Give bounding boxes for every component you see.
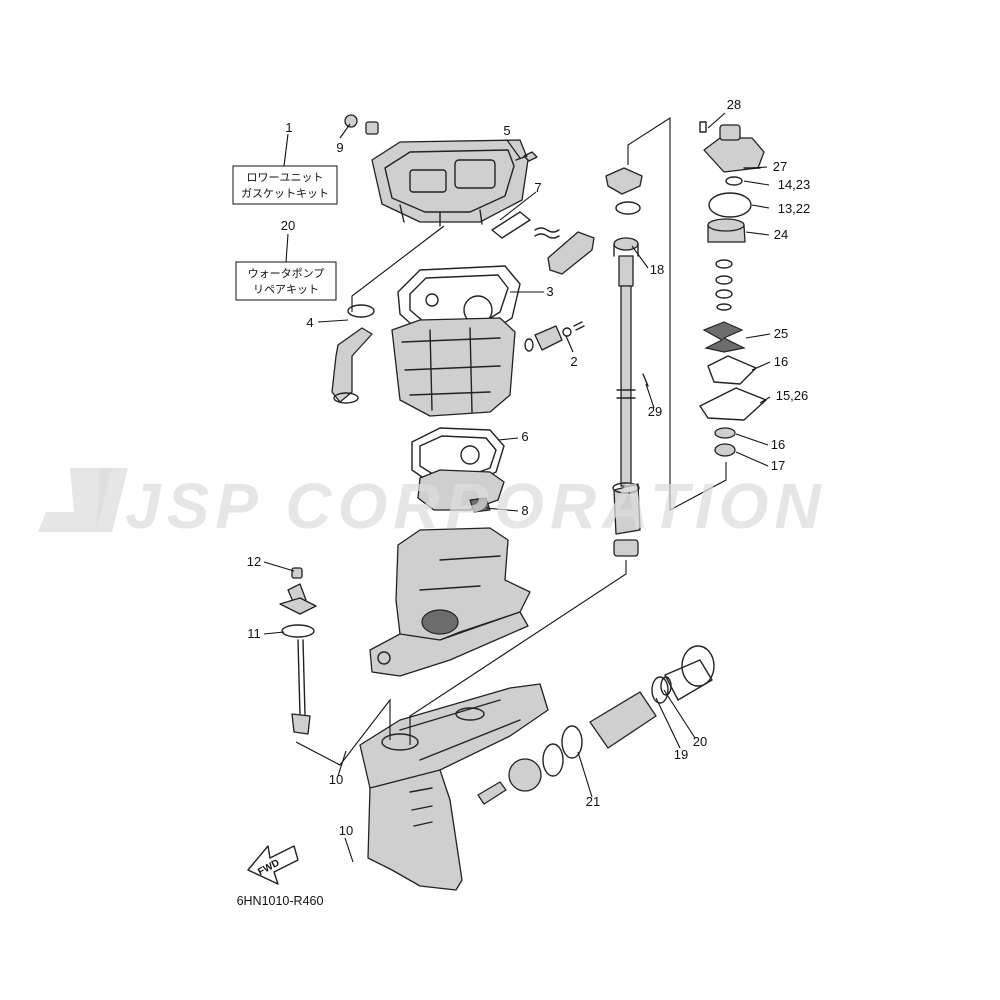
gasket-6: [411, 427, 505, 485]
kit-box-line-2: リペアキット: [253, 283, 319, 296]
block-8: [469, 497, 491, 513]
gear-case-lower: [359, 683, 549, 891]
water-tube-4: [331, 304, 375, 404]
callout-9: 9: [336, 140, 343, 155]
callout-12: 12: [247, 554, 261, 569]
shift-rod-assembly: [279, 567, 317, 735]
callout-7: 7: [534, 180, 541, 195]
bolt-9: [344, 114, 379, 135]
pipe-fitting-2: [524, 321, 585, 352]
callout-4: 4: [306, 315, 313, 330]
callout-18-left: 19: [674, 747, 688, 762]
callout-24: 25: [774, 326, 788, 341]
callout-5: 5: [503, 123, 510, 138]
drive-shaft: [605, 167, 643, 557]
callout-10-upper: 10: [329, 772, 343, 787]
fwd-label: FWD: [256, 858, 281, 878]
callout-leaders: [263, 112, 771, 863]
callout-16-upper: 16: [771, 437, 785, 452]
fwd-arrow-icon: FWD: [247, 845, 299, 885]
kit-box-water-pump: ウォータポンプ リペアキット: [235, 261, 337, 301]
water-pump-assembly: [699, 121, 767, 457]
callout-3: 3: [546, 284, 553, 299]
callout-29: 29: [648, 404, 662, 419]
callout-28: 28: [727, 97, 741, 112]
callout-1: 1: [285, 120, 292, 135]
callout-labels: 1 20 9 5 7 3 4 2 6 8 12 11 10 10 18 29 2…: [247, 97, 811, 838]
callout-16-lower: 17: [771, 458, 785, 473]
propeller-shaft-gears: [477, 645, 715, 805]
kit-box-line-1: ロワーユニット: [247, 171, 324, 184]
callout-17: 18: [650, 262, 664, 277]
callout-6: 6: [521, 429, 528, 444]
assembly-outlines: [295, 116, 727, 766]
watermark: JSP CORPORATION: [38, 468, 827, 542]
kit-box-gasket: ロワーユニット ガスケットキット: [232, 165, 338, 205]
bolt-5: [515, 151, 538, 162]
callout-21: 24: [774, 227, 788, 242]
callout-15-26: 15,26: [776, 388, 809, 403]
lower-case-middle: [369, 527, 531, 677]
callout-10-lower: 10: [339, 823, 353, 838]
kit-box-line-1: ウォータポンプ: [248, 267, 325, 280]
pin-29: [642, 373, 649, 387]
callout-13-22: 13,22: [778, 201, 811, 216]
callout-20: 20: [281, 218, 295, 233]
callout-25: 16: [774, 354, 788, 369]
callout-11: 11: [247, 626, 261, 641]
upper-casing: [371, 139, 529, 227]
part-7-assembly: [491, 211, 595, 275]
callout-19: 21: [586, 794, 600, 809]
callout-27: 27: [773, 159, 787, 174]
callout-8: 8: [521, 503, 528, 518]
diagram-code: 6HN1010-R460: [237, 894, 324, 908]
callout-2: 2: [570, 354, 577, 369]
callout-14-23: 14,23: [778, 177, 811, 192]
casing-body-upper: [391, 317, 516, 417]
callout-18-right: 20: [693, 734, 707, 749]
kit-box-line-2: ガスケットキット: [241, 187, 329, 200]
watermark-text: JSP CORPORATION: [125, 470, 827, 542]
